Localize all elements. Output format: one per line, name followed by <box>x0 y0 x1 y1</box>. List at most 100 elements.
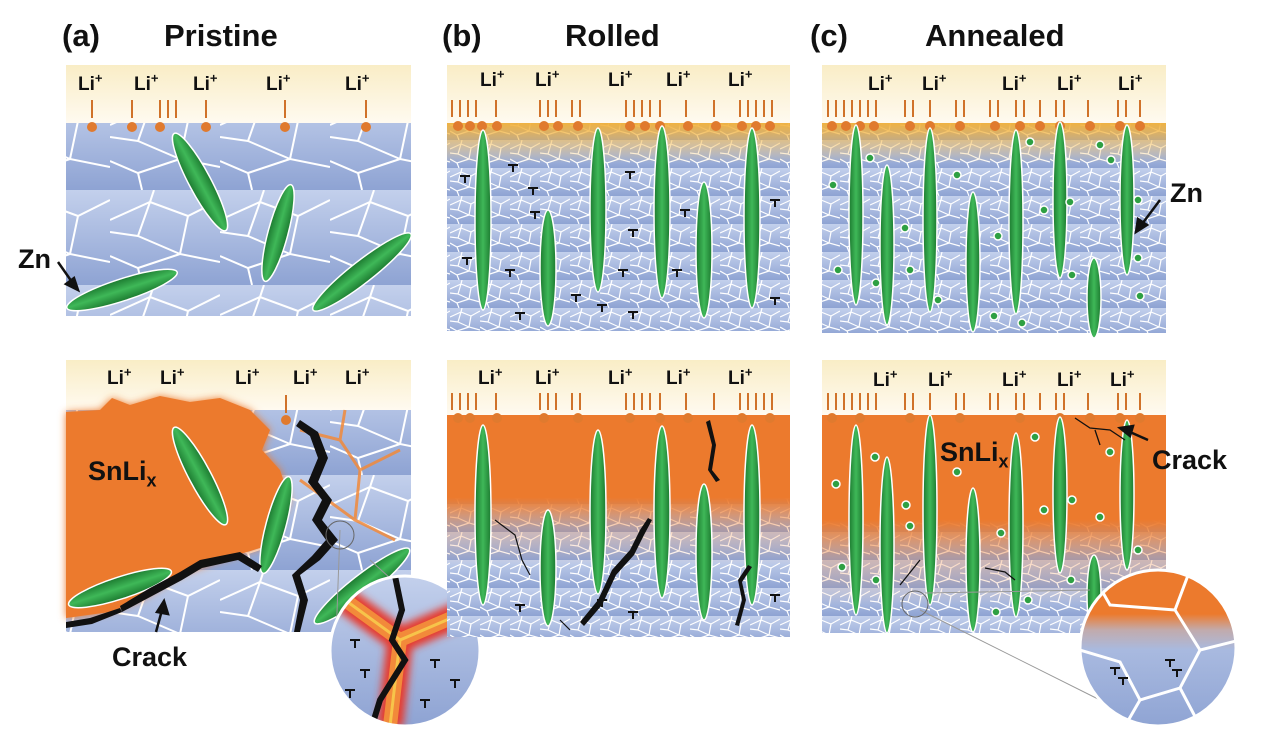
li-base: Li <box>1002 370 1019 391</box>
snlix-base: SnLi <box>88 456 147 486</box>
li-arrows <box>827 100 1141 117</box>
li-ion-label: Li+ <box>1002 70 1027 96</box>
li-ions <box>281 415 291 425</box>
li-ions <box>453 121 775 131</box>
li-charge: + <box>884 70 893 86</box>
crack <box>899 417 1126 586</box>
li-base: Li <box>1057 74 1074 95</box>
panel-b-letter: (b) <box>442 18 482 53</box>
snlix-sub: x <box>146 470 157 491</box>
li-charge: + <box>494 364 503 380</box>
li-base: Li <box>1110 370 1127 391</box>
li-charge: + <box>361 364 370 380</box>
li-ion-label: Li+ <box>535 366 559 390</box>
li-base: Li <box>535 70 552 91</box>
li-base: Li <box>608 70 625 91</box>
li-charge: + <box>361 70 370 86</box>
li-charge: + <box>176 364 185 380</box>
snlix-label: SnLix <box>88 456 157 491</box>
electrolyte-header <box>822 360 1166 415</box>
li-ion-label: Li+ <box>193 70 218 96</box>
li-ion-label: Li+ <box>873 366 898 392</box>
li-charge: + <box>938 70 947 86</box>
magnified-view-c <box>901 568 1238 728</box>
surface-layer <box>447 123 790 163</box>
li-base: Li <box>728 368 745 389</box>
li-charge: + <box>209 70 218 86</box>
panel-a-letter: (a) <box>62 18 100 53</box>
li-charge: + <box>1018 70 1027 86</box>
li-charge: + <box>282 70 291 86</box>
zn-particles <box>474 125 761 327</box>
snlix-label: SnLix <box>940 437 1009 472</box>
li-ion-label: Li+ <box>1057 72 1081 96</box>
li-base: Li <box>480 70 497 91</box>
li-ion-label: Li+ <box>134 70 159 96</box>
panel-c-letter: (c) <box>810 18 848 53</box>
li-base: Li <box>666 368 683 389</box>
zn-precipitates <box>831 432 1143 617</box>
annotation-arrows <box>56 199 1161 633</box>
li-base: Li <box>78 74 95 95</box>
li-charge: + <box>551 66 560 82</box>
zn-particles <box>65 132 413 312</box>
li-base: Li <box>193 74 210 95</box>
li-base: Li <box>928 370 945 391</box>
li-base: Li <box>873 370 890 391</box>
li-ion-label: Li+ <box>728 66 753 92</box>
li-base: Li <box>266 74 283 95</box>
snlix-region <box>66 396 290 618</box>
panel-b-title: Rolled <box>565 18 660 53</box>
li-ion-label: Li+ <box>107 364 132 390</box>
panel-c-bottom <box>822 360 1166 636</box>
panel-b-top <box>447 65 790 331</box>
crack <box>580 420 752 626</box>
li-charge: + <box>496 66 505 82</box>
li-arrows <box>827 393 1141 410</box>
crack <box>66 420 338 632</box>
electrolyte-header <box>66 360 411 410</box>
li-charge: + <box>682 66 691 82</box>
zn-particles <box>848 414 1135 636</box>
zn-label: Zn <box>18 244 51 274</box>
zn-label: Zn <box>1170 178 1203 208</box>
li-ions <box>827 413 1145 423</box>
li-ion-label: Li+ <box>478 364 503 390</box>
li-base: Li <box>922 74 939 95</box>
electrolyte-header <box>447 65 790 123</box>
panel-c-top <box>822 65 1166 339</box>
snlix-base: SnLi <box>940 437 999 467</box>
zn-particles <box>67 426 411 625</box>
li-ion-label: Li+ <box>608 66 633 92</box>
crack <box>494 519 571 631</box>
zn-precipitates <box>828 137 1145 328</box>
snlix-region <box>822 415 1166 605</box>
li-base: Li <box>1118 74 1135 95</box>
li-ion-label: Li+ <box>666 364 691 390</box>
li-base: Li <box>1057 370 1074 391</box>
li-charge: + <box>1018 366 1027 382</box>
snlix-region <box>447 415 790 565</box>
li-charge: + <box>682 364 691 380</box>
zn-particles <box>848 121 1135 339</box>
li-charge: + <box>744 66 753 82</box>
li-base: Li <box>868 74 885 95</box>
li-charge: + <box>1134 70 1143 86</box>
li-ion-label: Li+ <box>535 66 560 92</box>
li-ion-label: Li+ <box>1002 366 1027 392</box>
panel-c-title: Annealed <box>925 18 1065 53</box>
li-charge: + <box>889 366 898 382</box>
li-ions <box>827 121 1145 131</box>
li-charge: + <box>123 364 132 380</box>
li-charge: + <box>1073 366 1082 382</box>
zn-particles <box>474 424 761 627</box>
li-charge: + <box>624 364 633 380</box>
electrolyte-header <box>447 360 790 415</box>
li-charge: + <box>150 70 159 86</box>
li-charge: + <box>1126 366 1135 382</box>
li-base: Li <box>160 368 177 389</box>
li-charge: + <box>624 66 633 82</box>
li-ion-label: Li+ <box>266 70 291 96</box>
snlix-sub: x <box>998 451 1009 472</box>
li-ion-label: Li+ <box>1110 366 1135 392</box>
